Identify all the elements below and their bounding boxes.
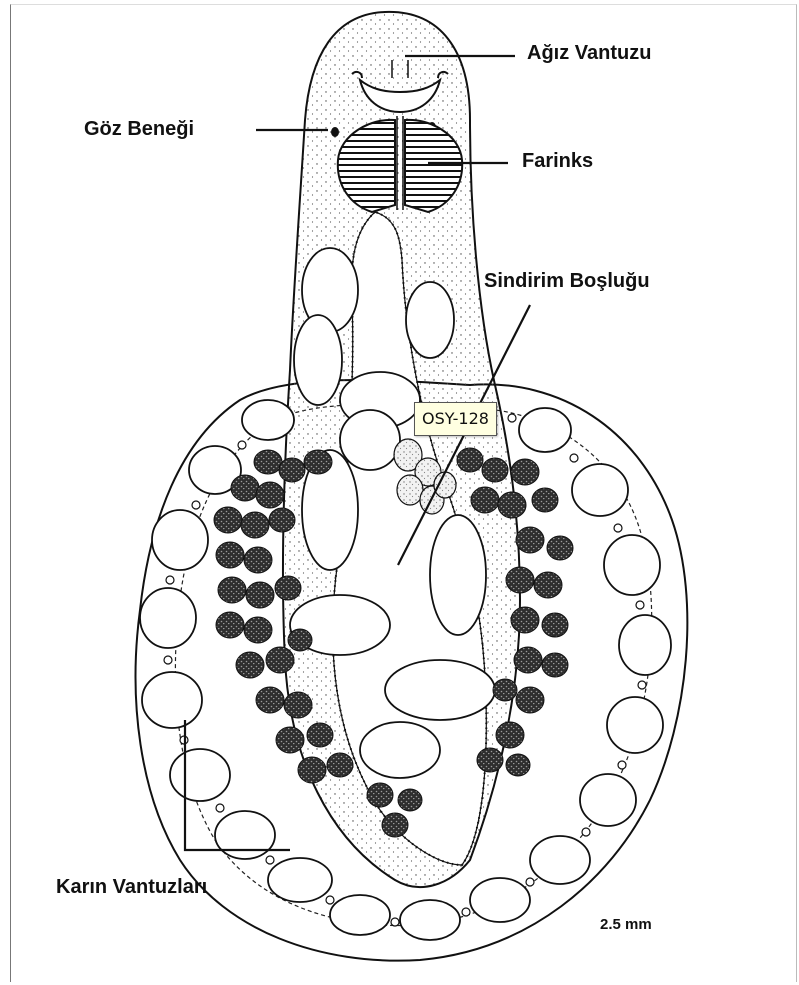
eye-spot-left [331,127,339,137]
tooltip: OSY-128 [414,402,497,436]
label-digestive-cavity: Sindirim Boşluğu [484,270,650,293]
label-ventral-suckers: Karın Vantuzları [56,876,207,899]
label-eye-spot: Göz Beneği [84,118,194,141]
scale-bar-label: 2.5 mm [600,916,652,933]
label-pharynx: Farinks [522,150,593,173]
label-oral-sucker: Ağız Vantuzu [527,42,651,65]
